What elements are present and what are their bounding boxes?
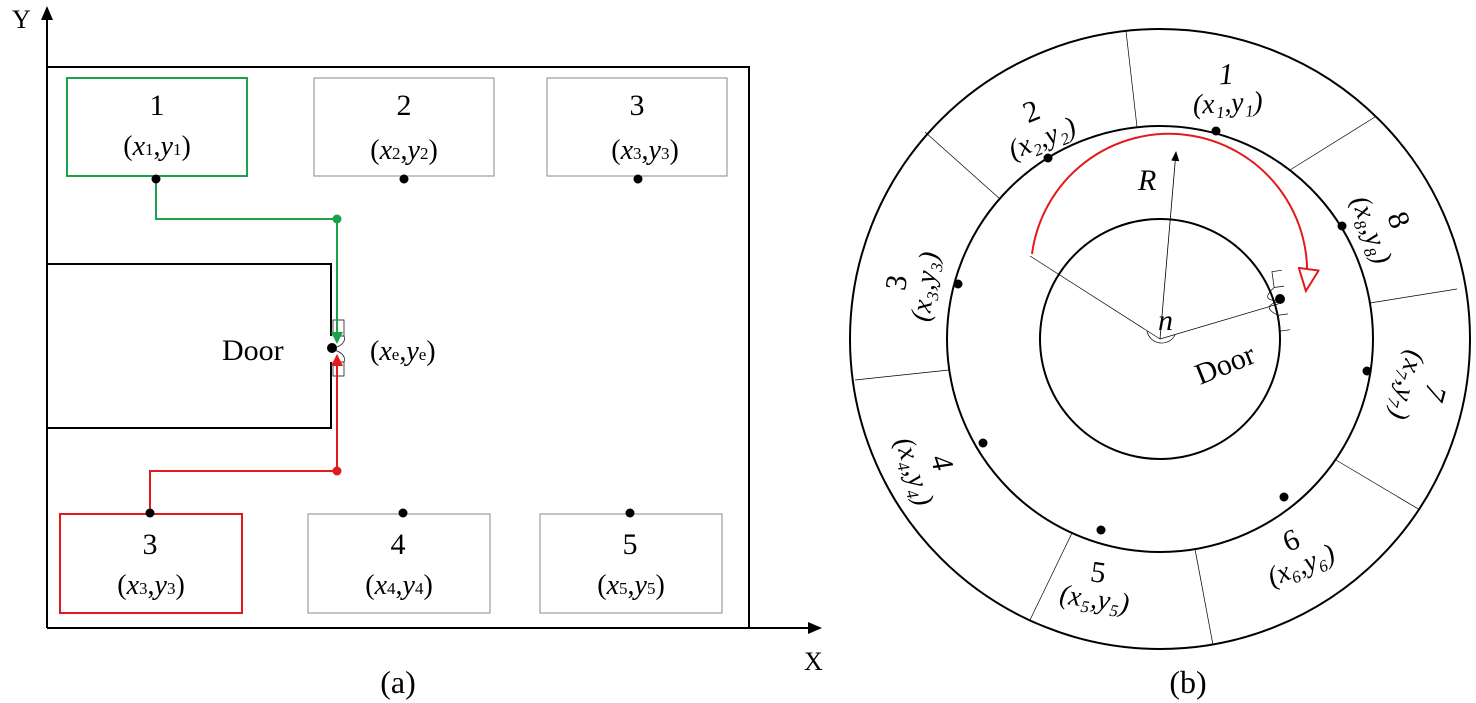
svg-text:1: 1: [1218, 58, 1235, 92]
pick-point: [1337, 221, 1347, 231]
sector-1-label: 1 (x₁,y₁): [1192, 58, 1264, 121]
panel-b: R n Door 1 (x₁,y₁) 2 (x₂,y₂) 3 (x₃,y₃) 4…: [849, 28, 1471, 700]
pick-point: [1279, 492, 1289, 502]
shelf-bottom-3-coord: (x3,y3): [117, 570, 185, 601]
angle-label: n: [1158, 304, 1173, 337]
svg-text:3: 3: [879, 273, 914, 292]
pick-point: [151, 174, 161, 184]
angle-arc: [1146, 330, 1176, 344]
pick-point: [953, 279, 963, 289]
pick-point: [1096, 525, 1106, 535]
caption-b: (b): [1169, 664, 1206, 700]
door-label-a: Door: [222, 334, 284, 367]
svg-text:(x₅,y₅): (x₅,y₅): [1058, 579, 1132, 619]
pick-point: [633, 174, 643, 184]
outer-ring: [849, 28, 1471, 650]
shelf-bottom-3-number: 3: [143, 528, 158, 561]
red-route-corner: [332, 466, 342, 476]
sector-5-label: 5 (x₅,y₅): [1058, 555, 1132, 619]
shelf-bottom-5-number: 5: [623, 528, 638, 561]
radius-label: R: [1137, 164, 1156, 197]
sector-4-label: 4 (x₄,y₄): [889, 433, 960, 509]
red-route: [149, 354, 343, 513]
svg-text:(x₃,y₃): (x₃,y₃): [905, 250, 945, 324]
caption-a: (a): [380, 664, 416, 700]
door-point-b: [1275, 294, 1285, 304]
pick-point: [1362, 366, 1372, 376]
green-route: [155, 179, 343, 344]
y-axis-label: Y: [12, 5, 31, 34]
pick-point: [1211, 126, 1221, 136]
radius-line: [1029, 255, 1161, 340]
svg-text:(x₁,y₁): (x₁,y₁): [1192, 86, 1264, 121]
door-point: [327, 343, 337, 353]
x-axis-label: X: [804, 647, 823, 676]
shelf-top-1-number: 1: [150, 89, 165, 122]
svg-text:5: 5: [1088, 555, 1107, 590]
pick-point: [625, 508, 635, 518]
shelf-top-3-coord: (x3,y3): [611, 135, 679, 166]
warehouse-wall: [47, 66, 750, 628]
door-coord-a: (xe,ye): [370, 336, 436, 367]
middle-ring: [946, 125, 1374, 553]
shelf-top-2-coord: (x2,y2): [370, 135, 438, 166]
sector-7-label: 7 (x₇,y₇): [1383, 347, 1453, 423]
shelf-bottom-4-coord: (x4,y4): [365, 570, 433, 601]
pick-point: [978, 438, 988, 448]
shelf-top-2-number: 2: [397, 89, 412, 122]
sector-3-label: 3 (x₃,y₃): [879, 250, 945, 324]
shelf-top-1-coord: (x1,y1): [123, 131, 191, 162]
panel-a: Y X 1 (x1,y1) 2 (x2,y2) 3 (x3,y3) 3 (x3,…: [12, 5, 823, 700]
sector-dividers: [854, 30, 1458, 646]
shelf-top-3-number: 3: [630, 89, 645, 122]
radius-vector: [1159, 151, 1180, 340]
door-label-b: Door: [1190, 338, 1260, 392]
pick-point: [399, 174, 409, 184]
green-route-corner: [332, 214, 342, 224]
svg-text:(x₇,y₇): (x₇,y₇): [1383, 347, 1431, 423]
red-angle-arrow: [1031, 132, 1307, 290]
pick-point: [1043, 153, 1053, 163]
shelf-bottom-5-coord: (x5,y5): [597, 570, 665, 601]
pick-point: [145, 508, 155, 518]
pick-point: [398, 508, 408, 518]
shelf-bottom-4-number: 4: [391, 528, 406, 561]
inner-ring: [1039, 218, 1281, 460]
sector-2-label: 2 (x₂,y₂): [1004, 94, 1081, 166]
radius-line: [1159, 303, 1279, 340]
